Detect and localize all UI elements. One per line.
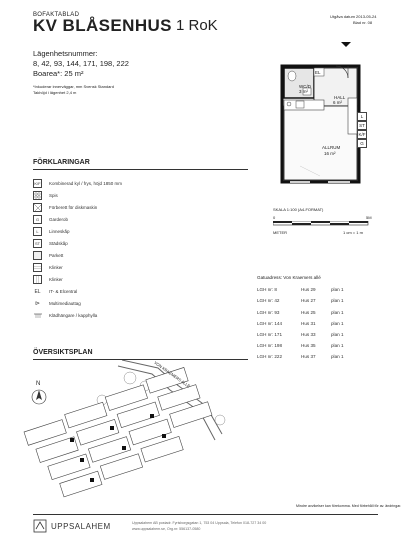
side-label-kf: K/F — [357, 130, 367, 139]
room-label: ALLRUM — [322, 145, 341, 150]
parquet-swatch-icon — [33, 251, 42, 260]
room-area: 16 m² — [324, 151, 336, 156]
company-contact: Uppsalahem AB postadr. Fyrisborgsgatan 1… — [132, 521, 267, 525]
tile-swatch-icon — [33, 263, 42, 272]
linen-cupboard-icon: L — [33, 227, 42, 236]
wc-label: WC/D — [299, 84, 311, 89]
ceiling-height-note: Takhöjd i lägenhet 2,4 m — [33, 90, 77, 95]
dishwasher-icon — [33, 203, 42, 212]
side-label-st: ST — [357, 121, 367, 130]
legend-row: ⊳Multimediauttag — [34, 301, 81, 307]
legend-row: Klinker — [33, 274, 63, 285]
legend-row: Parkett — [33, 250, 63, 261]
area-footnote: *Inkuderar innerväggar, mm Svensk Standa… — [33, 84, 114, 89]
living-area: Boarea*: 25 m² — [33, 69, 84, 78]
wardrobe-icon: G — [33, 215, 42, 224]
cleaning-cupboard-icon: ST — [33, 239, 42, 248]
compass-icon — [31, 389, 47, 405]
uppsalahem-logo-icon — [33, 519, 47, 533]
address-title: Gatuadress: Von Kraemers allé — [257, 275, 321, 280]
scale-bar — [273, 221, 369, 226]
hall-label: HALL — [334, 95, 346, 100]
sheet-number: Blad nr. 08 — [353, 20, 373, 25]
side-label-l: L — [357, 112, 367, 121]
tile-grid-swatch-icon — [33, 275, 42, 284]
scale-label: SKALA 1:100 (A4-FORMAT) — [273, 207, 324, 212]
site-plan-map — [23, 360, 226, 498]
company-web: www.uppsalahem.se, Org.nr: 556137-0580 — [132, 527, 201, 531]
coat-rack-icon — [33, 311, 42, 320]
wc-area: 3 m² — [299, 89, 308, 94]
legend-row: Klädhängare / kapphylla — [33, 310, 97, 321]
apartment-numbers: 8, 42, 93, 144, 171, 198, 222 — [33, 59, 129, 68]
living-room-area — [283, 105, 358, 181]
multimedia-outlet-icon: ⊳ — [34, 301, 41, 307]
electrical-panel-icon: EL — [34, 288, 41, 295]
scale-five: 5M — [366, 215, 372, 220]
legend-row: Förberett för diskmaskin — [33, 202, 97, 213]
floor-plan — [280, 42, 361, 184]
brand-name: UPPSALAHEM — [51, 522, 111, 531]
entrance-marker — [341, 42, 351, 47]
fridge-freezer-icon: K/F — [33, 179, 42, 188]
wardrobe-block — [347, 97, 358, 135]
document-kicker: BOFAKTABLAD — [33, 12, 80, 18]
scale-zero: 0 — [273, 215, 276, 220]
el-label: EL — [315, 70, 321, 75]
page-title: KV BLÅSENHUS — [33, 16, 172, 35]
scale-unit: METER — [273, 230, 287, 235]
disclaimer: Mindre avvikelser kan förekomma. Med för… — [296, 504, 402, 508]
apartment-label: Lägenhetsnummer: — [33, 49, 98, 58]
stove-icon — [33, 191, 42, 200]
north-label: N — [36, 381, 41, 387]
legend-row: Klinker — [33, 262, 63, 273]
hall-area: 6 m² — [333, 100, 342, 105]
issue-date: Utgåva datum 2013-05-24 — [330, 14, 377, 19]
overview-title: ÖVERSIKTSPLAN — [33, 349, 93, 356]
legend-row: Spis — [33, 190, 58, 201]
side-label-g: G — [357, 139, 367, 148]
scale-ratio: 1 cm = 1 m — [343, 230, 363, 235]
apartment-type: 1 RoK — [176, 17, 218, 34]
legend-title: FÖRKLARINGAR — [33, 159, 90, 166]
